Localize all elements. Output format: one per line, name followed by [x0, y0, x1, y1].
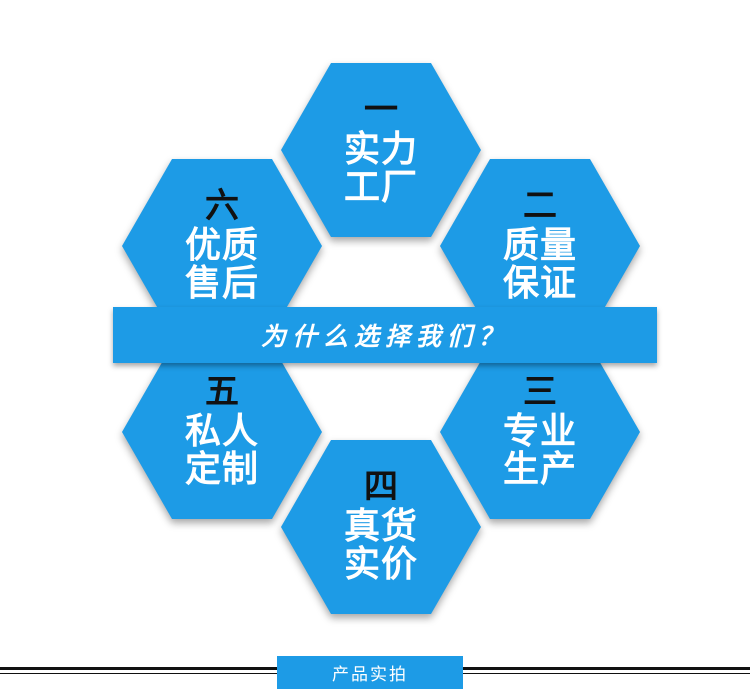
hexagon-label-line2: 保证 — [502, 262, 577, 304]
hexagon-text: 四 真货 实价 — [281, 440, 481, 614]
hexagon-label-line2: 生产 — [502, 448, 577, 490]
hexagon-quality-assurance: 二 质量 保证 — [440, 159, 640, 333]
hexagon-label-line1: 私人 — [184, 411, 259, 453]
why-choose-us-banner: 为什么选择我们？ — [113, 307, 657, 363]
hexagon-label-line2: 售后 — [184, 262, 259, 304]
product-photos-section-tab: 产品实拍 — [277, 656, 463, 689]
hexagon-label-line2: 工厂 — [343, 166, 418, 208]
hexagon-label-line2: 实价 — [343, 543, 418, 585]
hexagon-text: 五 私人 定制 — [122, 345, 322, 519]
hexagon-label-line1: 真货 — [343, 506, 418, 548]
hexagon-text: 一 实力 工厂 — [281, 63, 481, 237]
hexagon-text: 六 优质 售后 — [122, 159, 322, 333]
banner-title: 为什么选择我们？ — [260, 322, 509, 351]
hexagon-shape — [440, 159, 640, 333]
hexagon-shape — [122, 159, 322, 333]
hexagon-shape — [281, 440, 481, 614]
hexagon-number: 一 — [364, 90, 398, 131]
hexagon-text: 三 专业 生产 — [440, 345, 640, 519]
hexagon-shape — [440, 345, 640, 519]
hexagon-professional-production: 三 专业 生产 — [440, 345, 640, 519]
hexagon-genuine-price: 四 真货 实价 — [281, 440, 481, 614]
hexagon-label-line2: 定制 — [184, 448, 259, 490]
hexagon-text: 二 质量 保证 — [440, 159, 640, 333]
section-title: 产品实拍 — [332, 665, 408, 685]
hexagon-number: 六 — [205, 186, 239, 227]
hexagon-label-line1: 专业 — [502, 411, 577, 453]
hexagon-after-sales: 六 优质 售后 — [122, 159, 322, 333]
hexagon-factory-strength: 一 实力 工厂 — [281, 63, 481, 237]
hexagon-label-line1: 优质 — [184, 225, 259, 267]
hexagon-number: 三 — [523, 372, 557, 413]
hexagon-number: 二 — [523, 186, 557, 227]
hexagon-shape — [122, 345, 322, 519]
hexagon-label-line1: 实力 — [343, 129, 418, 171]
hexagon-private-custom: 五 私人 定制 — [122, 345, 322, 519]
hexagon-number: 五 — [205, 372, 239, 413]
hexagon-number: 四 — [364, 467, 398, 508]
hexagon-label-line1: 质量 — [502, 225, 577, 267]
hexagon-shape — [281, 63, 481, 237]
